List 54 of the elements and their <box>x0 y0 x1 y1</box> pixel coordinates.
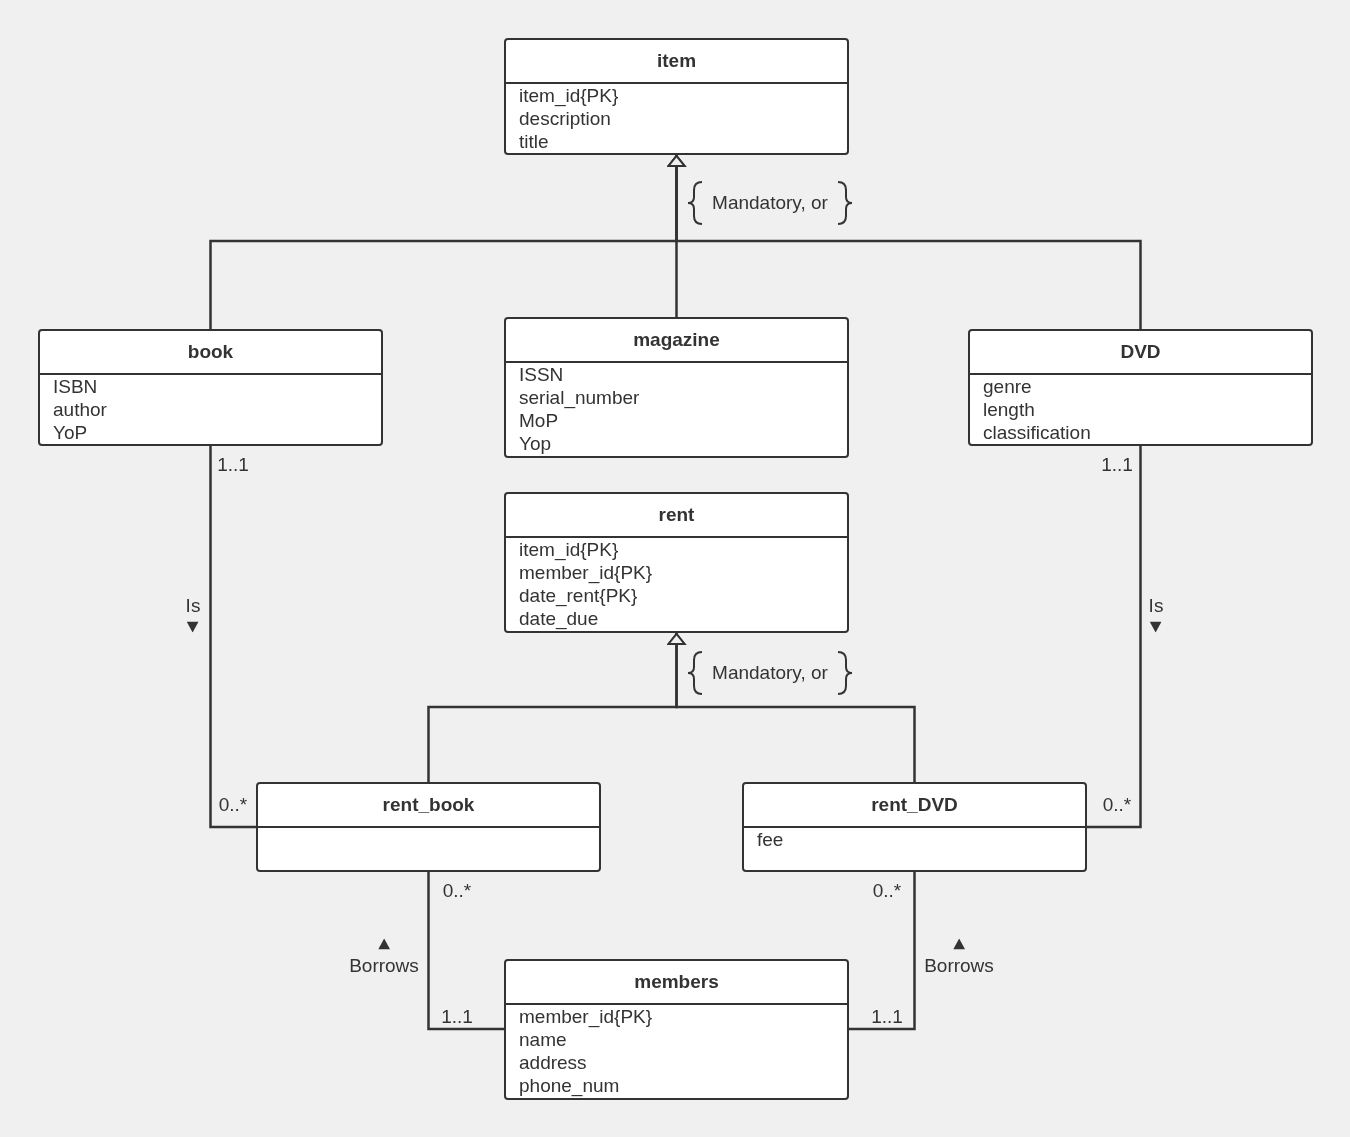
attribute-text: length <box>983 398 1036 421</box>
multiplicity-label: 0..* <box>442 879 472 903</box>
class-name: magazine <box>633 327 720 352</box>
connector-line <box>667 155 1142 329</box>
class-box <box>256 782 601 872</box>
attribute-text: item_id{PK} <box>519 84 620 107</box>
attribute-text: date_rent{PK} <box>519 584 639 607</box>
attribute-text: MoP <box>519 409 560 432</box>
class-box <box>504 959 849 1100</box>
attribute-text: member_id{PK} <box>519 561 654 584</box>
constraint-label: Mandatory, or <box>712 661 828 685</box>
attribute-text: address <box>519 1051 588 1074</box>
class-name: item <box>656 48 697 73</box>
multiplicity-label: 0..* <box>872 879 902 903</box>
attribute-text: name <box>519 1028 568 1051</box>
attribute-text: classification <box>983 421 1092 444</box>
class-box <box>504 317 849 458</box>
multiplicity-label: 1..1 <box>441 1005 473 1029</box>
multiplicity-label: 0..* <box>218 793 248 817</box>
attribute-text: ISSN <box>519 363 565 386</box>
attribute-text: genre <box>983 375 1033 398</box>
multiplicity-label: 1..1 <box>217 453 249 477</box>
class-box <box>504 38 849 155</box>
attribute-text: title <box>519 130 550 153</box>
attribute-text: Yop <box>519 432 553 455</box>
attribute-text: fee <box>757 828 785 851</box>
class-name: members <box>634 969 719 994</box>
class-name: rent_book <box>382 792 475 817</box>
connector-line <box>849 872 916 1031</box>
connector-line <box>1087 446 1142 829</box>
attribute-text: YoP <box>53 421 89 444</box>
class-box <box>504 492 849 633</box>
class-name: rent_DVD <box>871 792 958 817</box>
connector-line <box>427 872 504 1031</box>
connector-line <box>209 446 256 829</box>
multiplicity-label: 1..1 <box>871 1005 903 1029</box>
class-box <box>742 782 1087 872</box>
class-name: book <box>187 339 234 364</box>
multiplicity-label: 0..* <box>1102 793 1132 817</box>
attribute-text: date_due <box>519 607 600 630</box>
attribute-text: item_id{PK} <box>519 538 620 561</box>
constraint-label: Mandatory, or <box>712 191 828 215</box>
attribute-text: author <box>53 398 108 421</box>
class-name: DVD <box>1120 339 1161 364</box>
attribute-text: phone_num <box>519 1074 621 1097</box>
multiplicity-label: 1..1 <box>1101 453 1133 477</box>
attribute-text: ISBN <box>53 375 99 398</box>
class-name: rent <box>658 502 695 527</box>
attribute-text: serial_number <box>519 386 641 409</box>
class-box <box>38 329 383 446</box>
connector-line <box>667 633 916 782</box>
attribute-text: description <box>519 107 612 130</box>
attribute-text: member_id{PK} <box>519 1005 654 1028</box>
class-box <box>968 329 1313 446</box>
